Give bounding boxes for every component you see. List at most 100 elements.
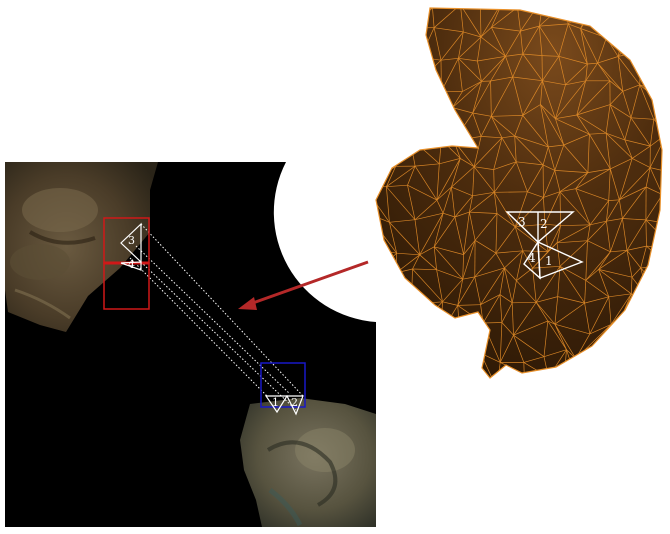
mesh-edge [408,91,441,92]
mesh-edge [518,0,544,7]
mesh-edge [409,120,410,138]
mesh-edge [408,60,441,91]
mesh-edge [598,4,607,38]
mesh-edge [378,270,396,273]
mesh-edge [386,328,400,348]
texture-chart-lower [240,398,376,527]
mesh-edge [640,30,664,51]
mesh-edge [626,329,646,353]
mesh-edge [392,54,395,87]
mesh-edge [365,161,372,188]
mesh-edge [377,322,386,348]
mesh-edge [581,4,598,28]
mesh-edge [648,5,665,30]
mesh-edge [618,26,625,57]
mesh-edge [435,335,460,360]
mesh-edge [392,87,408,92]
mesh-edge [390,0,418,4]
mesh-edge [408,92,436,115]
mesh-edge [385,87,392,119]
mesh-edge [606,26,625,38]
mesh-edge [441,108,452,140]
mesh-edge [400,328,408,357]
mesh-edge [631,294,649,300]
mesh-edge [460,5,480,7]
mesh-edge [662,172,670,194]
mesh-edge [462,353,480,375]
mesh-edge [608,353,626,386]
mesh-edge [654,111,670,120]
mesh-edge [544,0,565,4]
mesh-edge [641,268,649,300]
mesh-edge [608,386,621,388]
mesh-edge [364,0,390,11]
mesh-edge [378,270,397,295]
mesh-edge [385,118,399,137]
mesh-edge [399,28,421,57]
mesh-edge [640,51,670,53]
texture-atlas-panel: 3 4 1 2 [5,162,376,527]
mesh-panel: 3 2 4 1 [364,0,670,389]
mesh-edge [369,59,374,80]
mesh-edge [399,5,418,29]
mesh-triangle-label-2: 2 [540,217,548,231]
mesh-edge [621,353,626,388]
mesh-edge [378,253,397,270]
mesh-edge [375,249,378,270]
mesh-edge [606,354,608,386]
mesh-triangle-label-4: 4 [528,251,536,265]
mesh-edge [408,357,435,360]
mesh-edge [368,143,396,167]
mesh-edge [377,322,400,328]
mesh-edge [433,5,461,8]
mesh-edge [364,11,370,29]
mesh-edge [460,353,481,355]
mesh-edge [365,187,367,213]
mesh-edge [441,333,460,335]
mesh-edge [408,357,409,375]
mesh-edge [409,5,418,28]
mesh-edge [453,108,454,141]
mesh-edge [397,295,411,304]
mesh-edge [408,92,409,120]
mesh-edge [390,0,399,28]
mesh-edge [661,304,670,326]
mesh-edge [645,300,649,330]
mesh-edge [512,302,536,303]
mesh-edge [388,375,408,384]
mesh-edge [374,87,392,119]
mesh-edge [646,349,651,379]
mesh-edge [374,119,399,138]
mesh-edge [436,91,441,115]
mesh-edge [665,11,670,30]
mesh-edge [504,0,518,7]
mesh-edge [386,348,388,385]
mesh-edge [419,327,441,333]
mesh-edge [598,4,632,7]
mesh-edge [374,79,392,86]
mesh-edge [369,54,395,59]
mesh-edge [460,323,483,335]
mesh-edge [645,325,661,329]
mesh-edge [427,355,460,387]
mesh-edge [565,4,590,9]
mesh-edge [590,4,598,9]
mesh-edge [369,28,370,58]
mesh-edge [435,333,441,360]
mesh-edge [395,28,399,53]
mesh-edge [575,377,608,386]
mesh-edge [625,26,644,28]
mesh-edge [411,304,419,326]
mesh-edge [399,28,409,29]
mesh-edge [576,354,606,359]
mesh-edge [427,360,435,388]
red-triangle-label-4: 4 [128,258,135,271]
mesh-edge [436,108,452,115]
mesh-edge [460,355,462,375]
mesh-edge [400,327,420,328]
mesh-edge [388,357,407,384]
mesh-edge [641,268,670,304]
mesh-edge [564,377,575,381]
mesh-edge [618,28,644,57]
mesh-edge [665,30,670,54]
